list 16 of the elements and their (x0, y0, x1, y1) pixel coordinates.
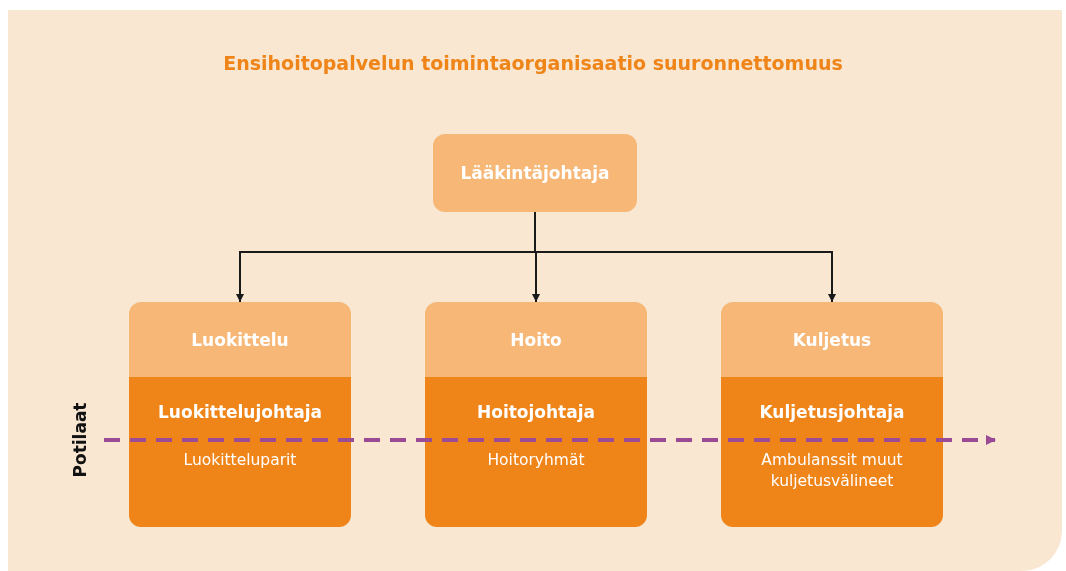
leader-title: Kuljetusjohtaja (759, 401, 905, 424)
unit-title: Luokittelu (191, 329, 289, 350)
director-box: Lääkintäjohtaja (433, 134, 637, 212)
unit-card (425, 302, 647, 527)
unit-card (129, 302, 351, 527)
leader-title: Hoitojohtaja (476, 401, 595, 424)
unit-description: Hoitoryhmät (487, 449, 585, 471)
patient-flow-arrow (104, 435, 996, 445)
side-label: Potilaat (70, 400, 90, 480)
unit-title: Kuljetus (792, 329, 872, 350)
diagram-title: Ensihoitopalvelun toimintaorganisaatio suuronnettomuus (222, 52, 844, 74)
leader-title: Luokittelujohtaja (158, 401, 322, 424)
unit-card (721, 302, 943, 527)
unit-description: Luokitteluparit (183, 449, 297, 471)
unit-title: Hoito (510, 329, 562, 350)
unit-description: Ambulanssit muut kuljetusvälineet (760, 449, 904, 492)
